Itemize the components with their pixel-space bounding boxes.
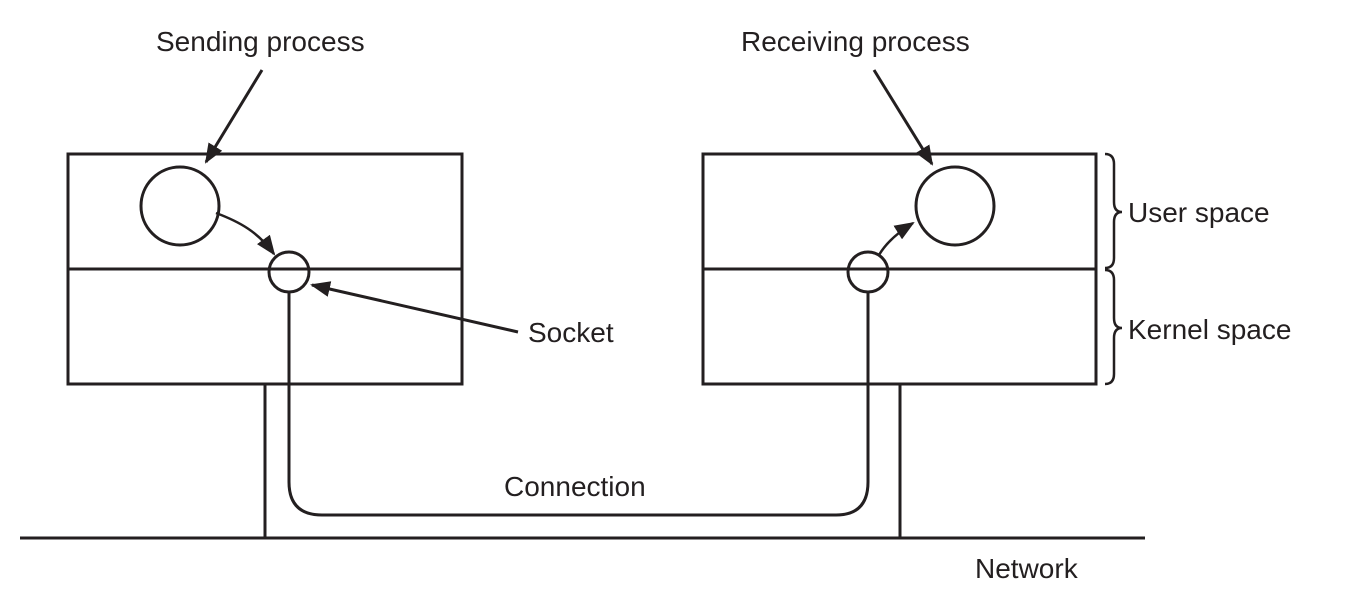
receiving-process-pointer [872, 69, 934, 166]
kernel-space-label: Kernel space [1128, 314, 1291, 345]
network-label: Network [975, 553, 1079, 584]
sending-process-circle [139, 165, 221, 247]
user-space-label: User space [1128, 197, 1270, 228]
sending-socket-circle [267, 250, 311, 294]
socket-label: Socket [528, 317, 614, 348]
user-space-brace [1104, 152, 1123, 270]
receiving-process-circle [914, 165, 996, 247]
receiving-process-label: Receiving process [741, 26, 970, 57]
process-to-socket-arrow [215, 211, 276, 256]
receiving-host [701, 152, 1098, 538]
sending-process-pointer [204, 69, 264, 164]
socket-to-process-arrow [877, 221, 915, 256]
kernel-space-brace [1104, 268, 1123, 386]
socket-pointer [310, 281, 519, 334]
connection-label: Connection [504, 471, 646, 502]
connection-path [287, 292, 870, 517]
receiving-socket-circle [846, 250, 890, 294]
sending-host [66, 152, 464, 538]
sending-process-label: Sending process [156, 26, 365, 57]
